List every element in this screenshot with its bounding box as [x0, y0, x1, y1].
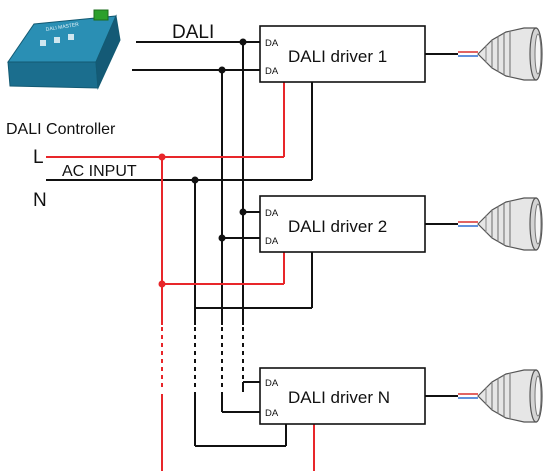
- bus-junctions: [191, 38, 247, 242]
- controller-label: DALI Controller: [6, 121, 116, 138]
- dali-bus-continuation: [221, 327, 244, 390]
- controller-device-text: DALI MASTER: [45, 22, 79, 33]
- driver-output-lines: [425, 53, 458, 397]
- driver-1-pin-bottom: DA: [265, 66, 279, 77]
- lamp-cables: [458, 51, 478, 399]
- downlight-n-icon: [477, 369, 543, 423]
- neutral-label: N: [33, 190, 47, 211]
- live-junctions: [158, 153, 166, 288]
- neutral-wires: [46, 82, 313, 447]
- driver-n-pin-top: DA: [265, 378, 279, 389]
- dali-bus-label: DALI: [172, 22, 214, 43]
- driver-1-name: DALI driver 1: [288, 47, 387, 66]
- live-label: L: [33, 147, 44, 168]
- dali-controller-device: DALI MASTER: [7, 9, 121, 90]
- driver-2-pin-top: DA: [265, 208, 279, 219]
- driver-1-pin-top: DA: [265, 38, 279, 49]
- ac-input-label: AC INPUT: [62, 163, 137, 180]
- downlight-1-icon: [477, 27, 543, 81]
- driver-n-name: DALI driver N: [288, 388, 390, 407]
- driver-2-name: DALI driver 2: [288, 217, 387, 236]
- driver-2: DA DA DALI driver 2: [259, 195, 426, 253]
- dali-bus-wires: [132, 41, 260, 413]
- driver-2-pin-bottom: DA: [265, 236, 279, 247]
- downlight-2-icon: [477, 197, 543, 251]
- driver-1: DA DA DALI driver 1: [259, 25, 426, 83]
- driver-n: DA DA DALI driver N: [259, 367, 426, 425]
- driver-n-pin-bottom: DA: [265, 408, 279, 419]
